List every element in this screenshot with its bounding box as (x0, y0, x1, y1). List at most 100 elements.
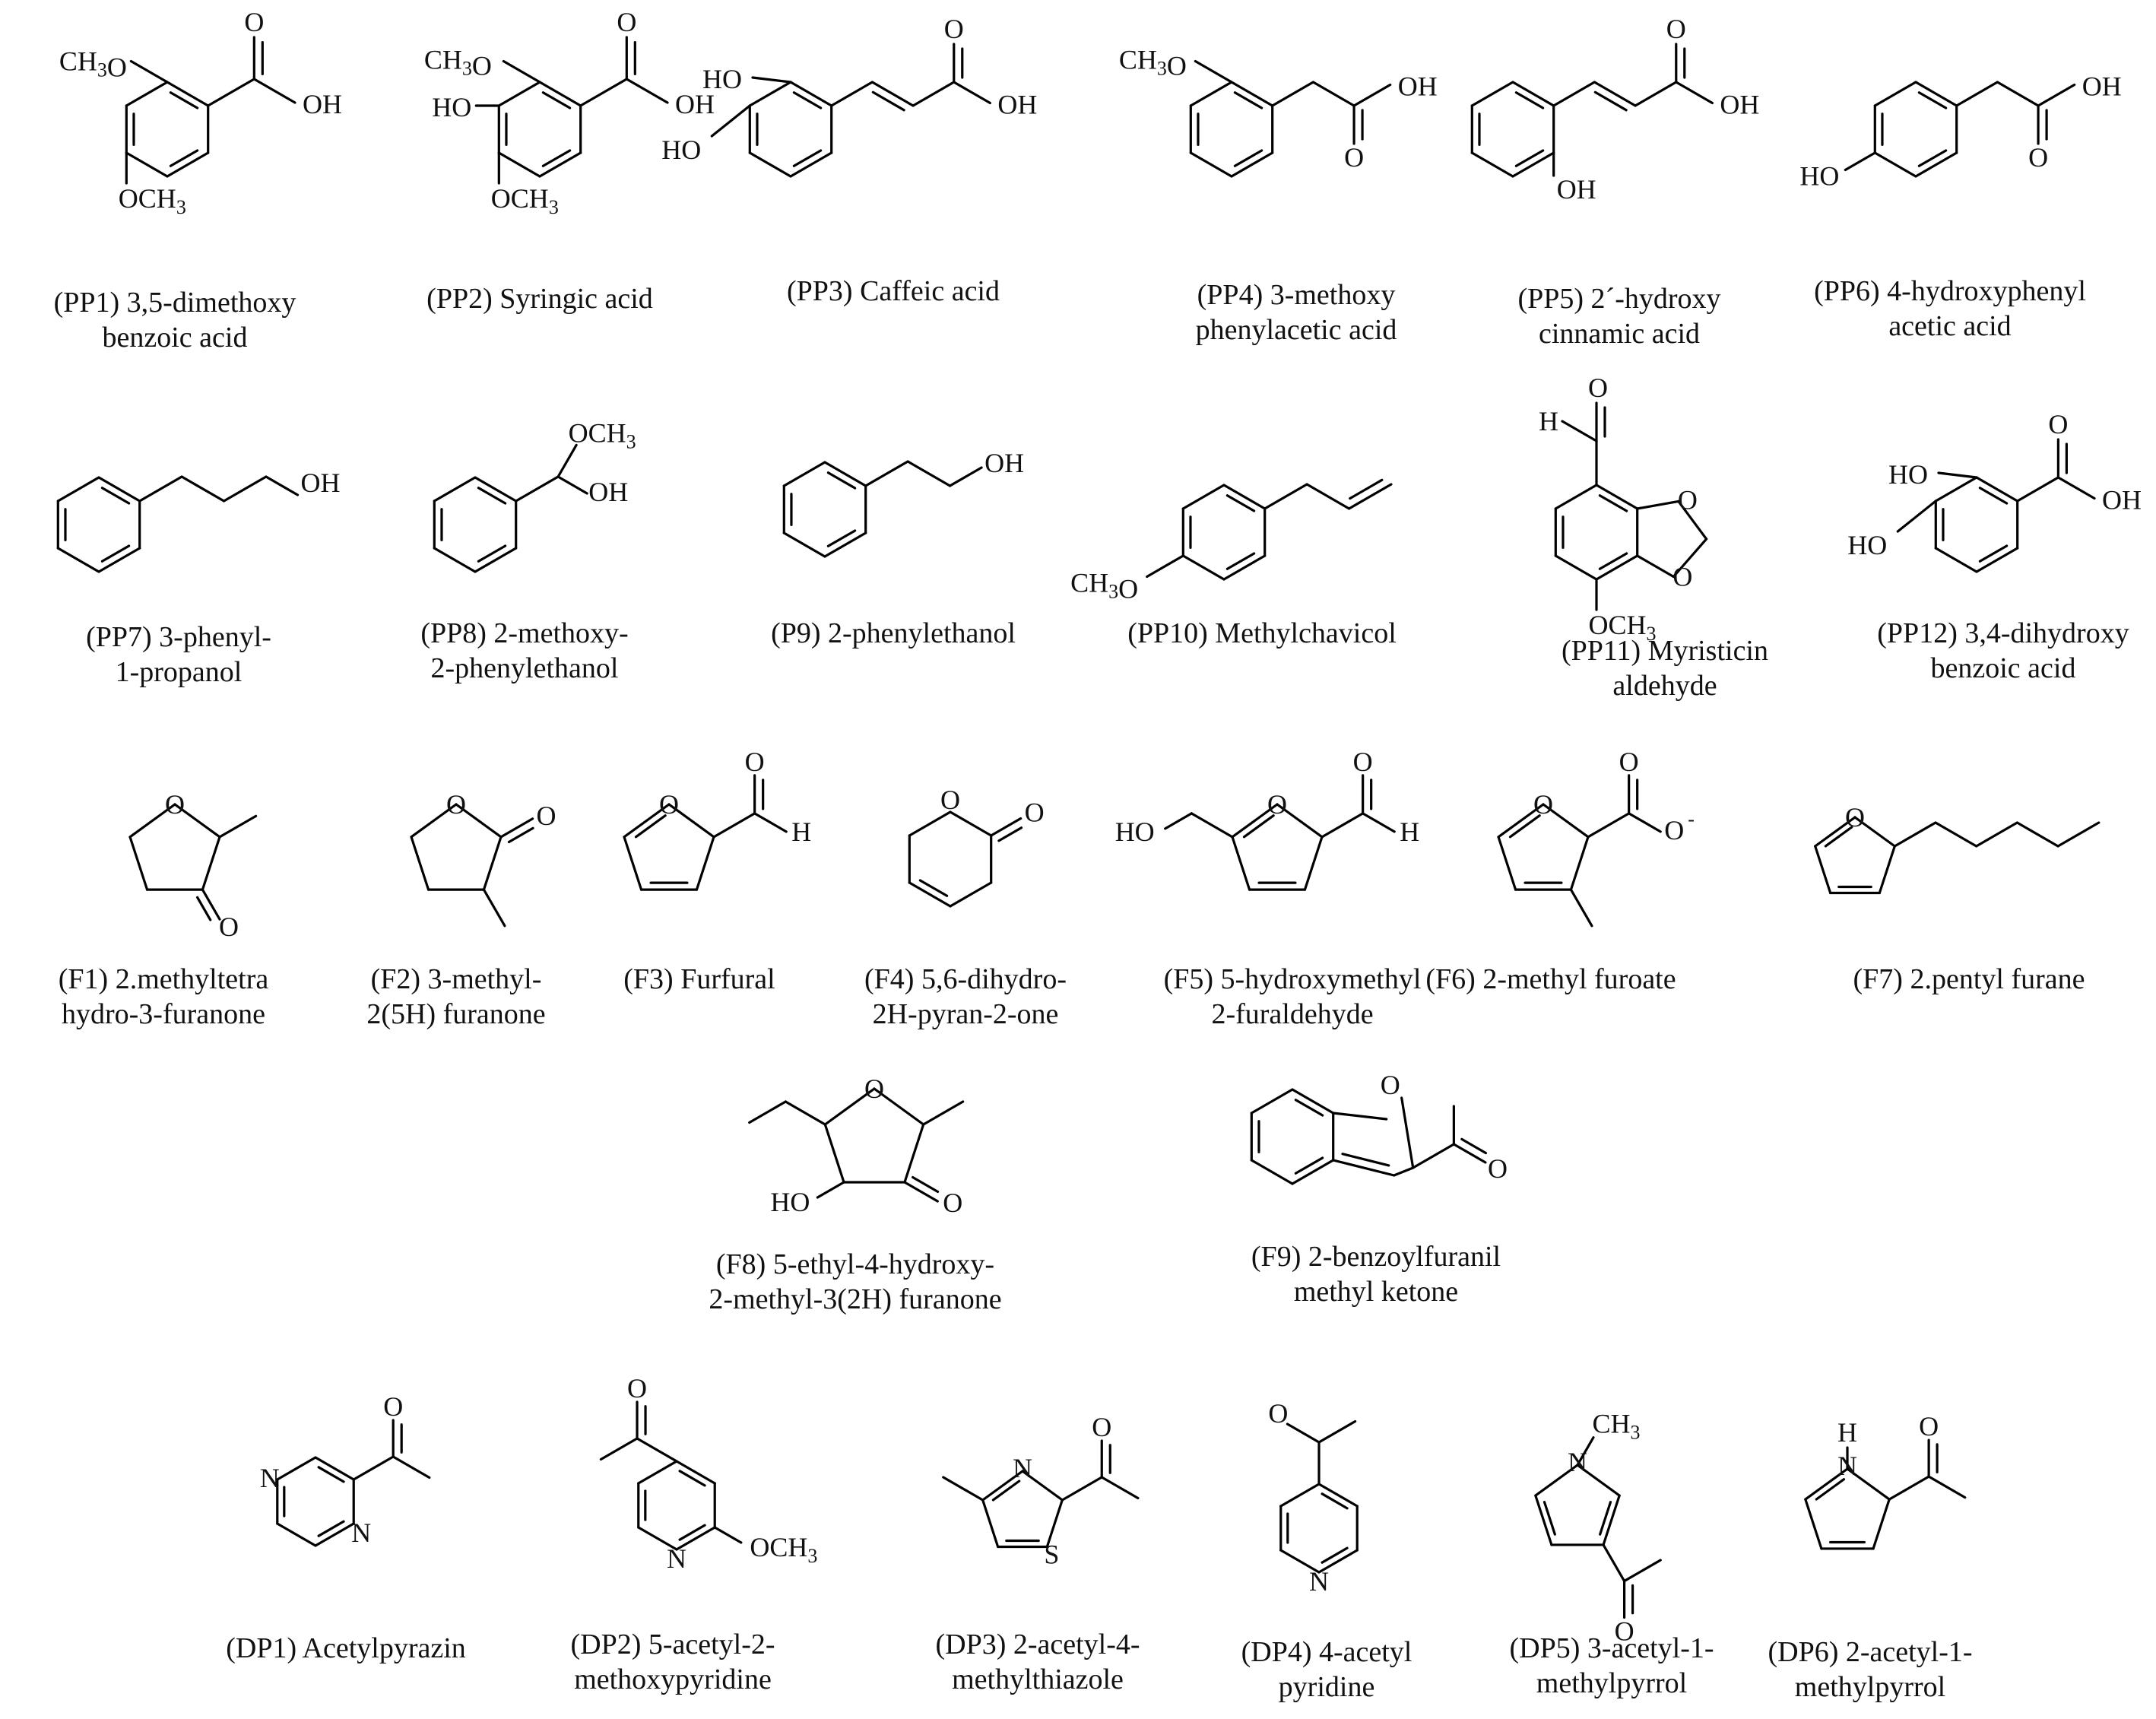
double-bond-PP6 (1917, 91, 1948, 109)
bond-DP6 (1846, 1467, 1891, 1501)
bond-DP3 (1100, 1476, 1140, 1500)
atom-label-pp2: OCH3 (491, 183, 559, 218)
double-bond-DP2 (678, 1470, 706, 1487)
bond-F5 (1303, 836, 1324, 891)
double-bond-F5 (1242, 814, 1275, 839)
double-bond-DP3 (991, 1480, 1021, 1502)
caption-p9: (P9) 2-phenylethanol (771, 617, 1016, 649)
caption-pp8: (PP8) 2-methoxy- (420, 617, 628, 649)
bond-F8 (784, 1100, 826, 1126)
bond-P9 (782, 531, 826, 558)
atom-label-f6: O (1664, 815, 1684, 845)
bond-DP5 (1602, 1543, 1626, 1583)
caption-pp5: cinnamic acid (1539, 318, 1700, 350)
bond-PP4 (1311, 81, 1355, 107)
bond-F3 (753, 812, 788, 833)
caption-f3: (F3) Furfural (623, 963, 775, 995)
bond-F1 (173, 803, 221, 839)
caption-pp2: (PP2) Syringic acid (426, 283, 653, 315)
atom-label-dp6: N (1837, 1451, 1857, 1481)
atom-label-pp10: CH3O (1070, 568, 1138, 604)
atom-label-pp11: O (1588, 373, 1608, 403)
bond-F8 (823, 1087, 876, 1126)
caption-pp3: (PP3) Caffeic acid (787, 275, 1000, 307)
bond-F8 (873, 1087, 925, 1126)
bond-PP10 (1146, 554, 1184, 579)
caption-pp11: aldehyde (1612, 670, 1717, 702)
bond-DP2 (675, 1460, 716, 1485)
bond-F8 (748, 1100, 787, 1124)
bond-DP6 (1804, 1467, 1849, 1501)
bond-PP11 (1672, 538, 1708, 579)
atom-label-f3: H (791, 817, 811, 847)
atom-label-dp6: O (1919, 1411, 1939, 1441)
bond-PP8 (474, 476, 518, 503)
bond-PP5 (1470, 151, 1514, 178)
bond-DP3 (1045, 1499, 1064, 1549)
caption-dp2: methoxypyridine (574, 1663, 772, 1695)
bond-PP8 (433, 476, 477, 503)
bond-PP10 (1181, 554, 1225, 581)
bond-PP7 (97, 476, 141, 503)
double-bond-DP1 (317, 1466, 345, 1483)
bond-PP2 (497, 151, 541, 178)
double-bond-F9 (1294, 1156, 1324, 1175)
bond-DP6 (1927, 1475, 1967, 1499)
bond-F1 (201, 836, 221, 891)
caption-pp7: 1-propanol (116, 656, 243, 688)
bond-PP1 (166, 81, 210, 107)
bond-F4 (949, 881, 993, 908)
bond-PP5 (1511, 81, 1555, 107)
caption-f8: 2-methyl-3(2H) furanone (709, 1283, 1001, 1315)
double-bond-DP5 (1542, 1501, 1556, 1536)
atom-label-dp3: N (1013, 1453, 1032, 1483)
caption-dp4: (DP4) 4-acetyl (1241, 1636, 1412, 1668)
bond-PP3 (710, 104, 751, 138)
atom-label-pp4: OH (1398, 71, 1438, 102)
bond-P9 (906, 460, 952, 487)
double-bond-F7 (1824, 826, 1853, 848)
bond-F9 (1332, 1159, 1396, 1177)
atom-label-pp4: CH3O (1119, 45, 1187, 81)
atom-label-pp1: OCH3 (119, 183, 186, 218)
bond-layer (56, 36, 2101, 1619)
atom-label-f5: O (1353, 747, 1373, 777)
bond-PP6 (1844, 151, 1876, 172)
bond-F8 (903, 1181, 939, 1203)
bond-DP2 (636, 1437, 678, 1463)
bond-F9 (1412, 1143, 1455, 1169)
bond-DP2 (675, 1526, 716, 1551)
atom-label-f7: O (1845, 802, 1865, 833)
bond-F6 (1542, 803, 1590, 839)
atom-label-pp3: HO (661, 135, 701, 165)
bond-PP4 (1230, 151, 1274, 178)
bond-PP2 (502, 59, 541, 84)
bond-F8 (823, 1123, 845, 1184)
atom-label-pp6: O (2028, 142, 2048, 173)
bond-F5 (1321, 812, 1365, 839)
atom-label-pp5: O (1666, 14, 1686, 44)
atom-label-pp3: O (944, 14, 964, 44)
bond-PP11 (1677, 500, 1708, 541)
bond-PP4 (1189, 151, 1233, 178)
bond-PP1 (125, 151, 169, 178)
bond-PP5 (1552, 81, 1596, 107)
atom-label-f8: HO (770, 1187, 810, 1217)
atom-label-pp2: O (617, 7, 636, 37)
caption-pp11: (PP11) Myristicin (1562, 635, 1768, 667)
bond-DP4 (1317, 1419, 1357, 1444)
caption-pp6: acetic acid (1888, 310, 2011, 342)
atom-label-pp1: O (244, 7, 264, 37)
bond-F4 (949, 810, 993, 837)
atom-label-pp1: CH3O (59, 46, 127, 83)
bond-PP1 (129, 59, 169, 84)
bond-PP7 (56, 476, 100, 503)
bond-PP7 (222, 475, 268, 503)
double-bond-PP6 (1917, 149, 1948, 167)
bond-F7 (1934, 821, 1978, 848)
bond-PP6 (2037, 83, 2076, 107)
bond-F3 (667, 803, 715, 839)
caption-pp12: benzoic acid (1931, 652, 2076, 684)
